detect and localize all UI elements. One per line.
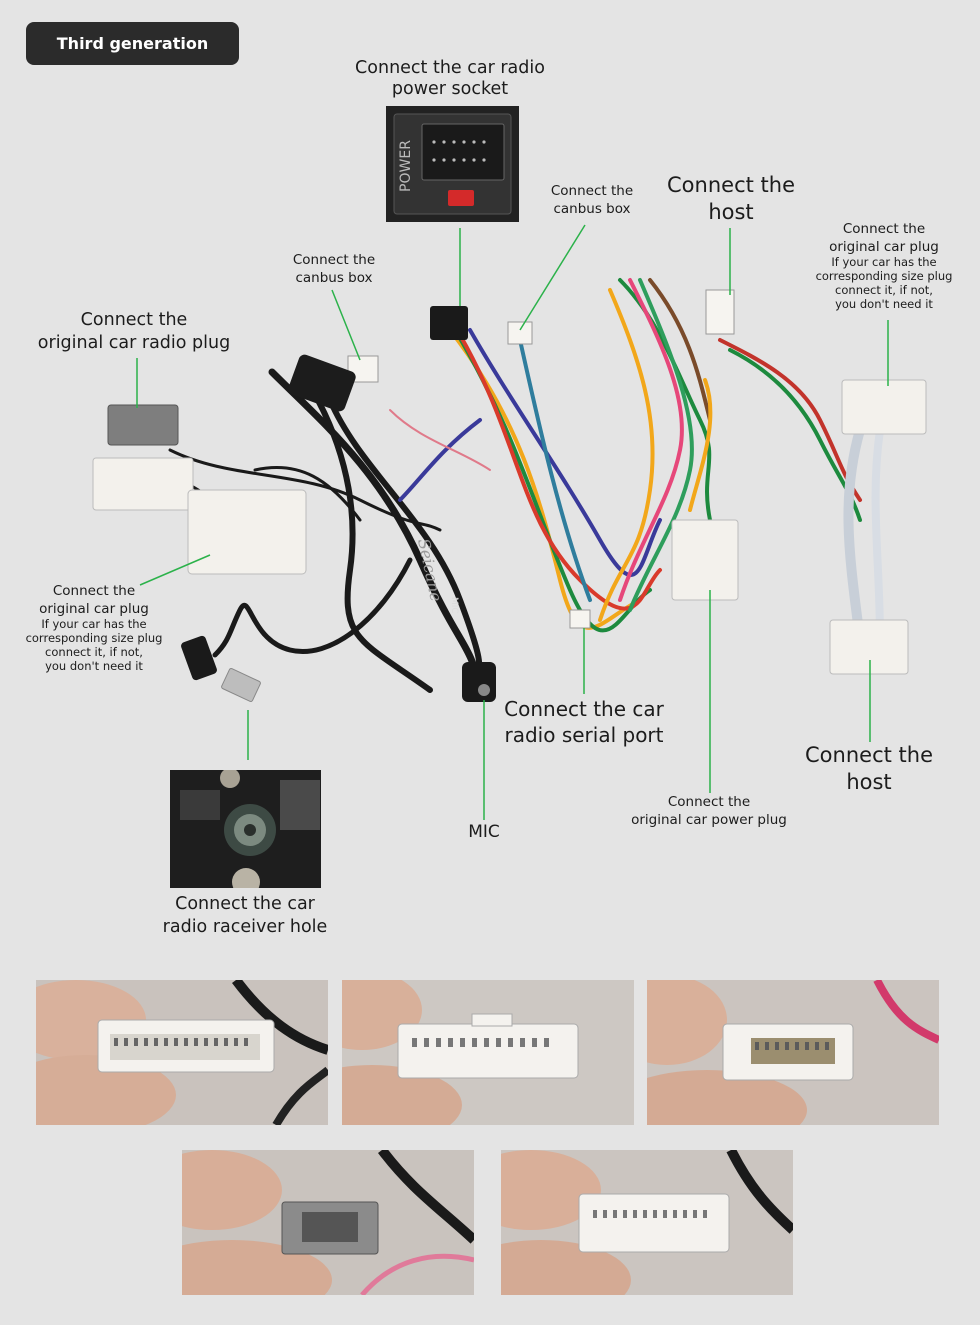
wiring-harness-illustration: Seicane MIC (92, 224, 927, 820)
connector-photo-2 (342, 980, 634, 1125)
connector-photo-3 (647, 980, 939, 1125)
label-power-socket: Connect the car radio power socket (355, 58, 545, 99)
label-canbus-left: Connect the canbus box (292, 252, 376, 287)
label-host-top: Connect the host (667, 173, 795, 224)
label-original-plug-right: Connect the original car plug If your ca… (815, 221, 953, 311)
label-mic: MIC (468, 822, 500, 842)
power-label-text: POWER (398, 140, 414, 192)
power-socket-inset: POWER (386, 106, 519, 222)
connector-photo-4 (182, 1150, 474, 1295)
label-canbus-top: Connect the canbus box (550, 183, 634, 218)
generation-badge: Third generation (26, 22, 239, 65)
label-host-bottom: Connect the host (805, 743, 933, 794)
label-original-power-plug: Connect the original car power plug (631, 794, 787, 829)
connector-photo-5 (501, 1150, 793, 1295)
cable-brand-text: Seicane (414, 537, 446, 603)
receiver-hole-inset (170, 770, 321, 888)
label-original-plug-left: Connect the original car plug If your ca… (25, 583, 163, 673)
label-receiver-hole: Connect the car radio raceiver hole (162, 894, 328, 937)
cable-mic-text: MIC (449, 597, 459, 614)
connector-photo-1 (36, 980, 328, 1125)
label-original-radio-plug: Connect the original car radio plug (37, 310, 231, 353)
label-serial-port: Connect the car radio serial port (504, 697, 664, 747)
